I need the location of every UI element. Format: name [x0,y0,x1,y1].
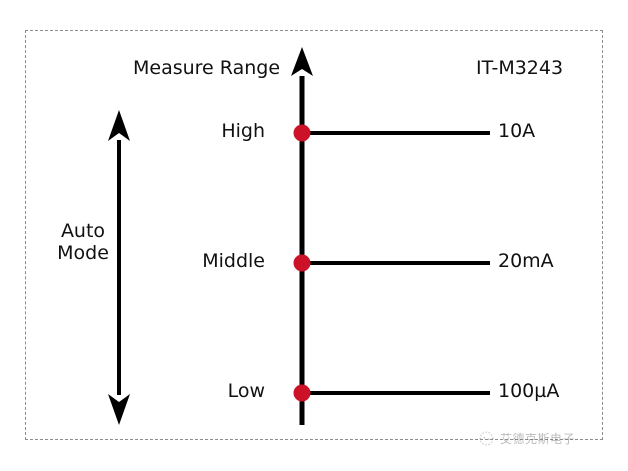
level-dot-middle [293,254,311,272]
level-connector-lines [302,131,490,395]
level-label-low: Low [227,380,265,402]
level-label-high: High [221,120,265,142]
wechat-circle-icon [479,431,494,446]
level-dot-low [293,384,311,402]
level-label-middle: Middle [202,250,265,272]
level-dot-high [293,124,311,142]
level-value-low: 100µA [498,380,560,402]
auto-mode-double-arrow [108,110,130,425]
level-value-high: 10A [498,120,536,142]
watermark-text: 艾德克斯电子 [500,432,576,446]
auto-mode-label: Auto Mode [57,220,109,265]
measure-range-title: Measure Range [133,57,281,79]
measure-range-axis [291,47,313,425]
level-value-middle: 20mA [498,250,554,272]
dashed-frame-border [25,30,603,440]
watermark: 艾德克斯电子 [478,430,575,447]
model-number-label: IT-M3243 [476,57,564,79]
level-marker-dots [293,124,311,402]
